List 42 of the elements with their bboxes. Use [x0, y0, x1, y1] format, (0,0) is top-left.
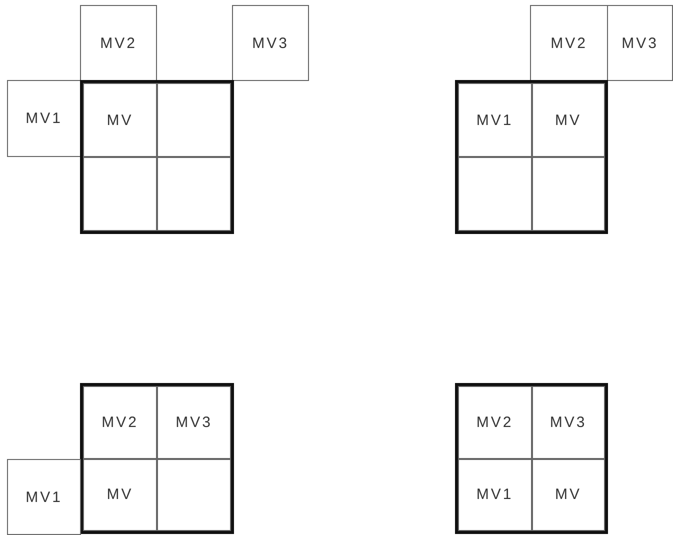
block-cell [458, 386, 532, 458]
block-cell [458, 83, 532, 157]
block-cell [83, 83, 157, 157]
block-cell [530, 5, 608, 81]
block-cell [532, 83, 605, 157]
macroblock-outline [80, 80, 234, 234]
block-cell [458, 157, 532, 231]
block-cell [83, 386, 157, 458]
block-label: MV2 [550, 34, 588, 52]
block-label: MV [106, 112, 134, 128]
block-label: MV2 [100, 34, 137, 52]
block-cell [157, 386, 231, 458]
block-cell [83, 458, 157, 531]
block-label: MV1 [26, 488, 62, 506]
block-label: MV [555, 486, 582, 504]
block-cell [157, 83, 231, 157]
block-label: MV2 [476, 414, 514, 431]
macroblock-outline [455, 80, 608, 234]
block-label: MV3 [550, 414, 587, 431]
block-cell [7, 80, 81, 157]
block-label: MV [555, 112, 582, 128]
block-cell [607, 5, 673, 81]
macroblock-outline [80, 383, 234, 534]
block-label: MV [106, 486, 134, 504]
block-cell [532, 157, 605, 231]
block-cell [458, 458, 532, 531]
block-cell [7, 459, 81, 535]
block-label: MV1 [476, 112, 514, 128]
block-cell [232, 5, 309, 81]
block-label: MV3 [622, 34, 658, 52]
block-label: MV3 [176, 414, 212, 431]
block-cell [157, 157, 231, 231]
block-label: MV3 [252, 34, 289, 52]
block-label: MV1 [26, 110, 62, 127]
block-label: MV1 [476, 486, 514, 504]
block-cell [83, 157, 157, 231]
block-cell [157, 458, 231, 531]
block-cell [532, 458, 605, 531]
macroblock-outline [455, 383, 608, 534]
block-label: MV2 [102, 414, 138, 431]
block-cell [532, 386, 605, 458]
block-cell [80, 5, 157, 81]
